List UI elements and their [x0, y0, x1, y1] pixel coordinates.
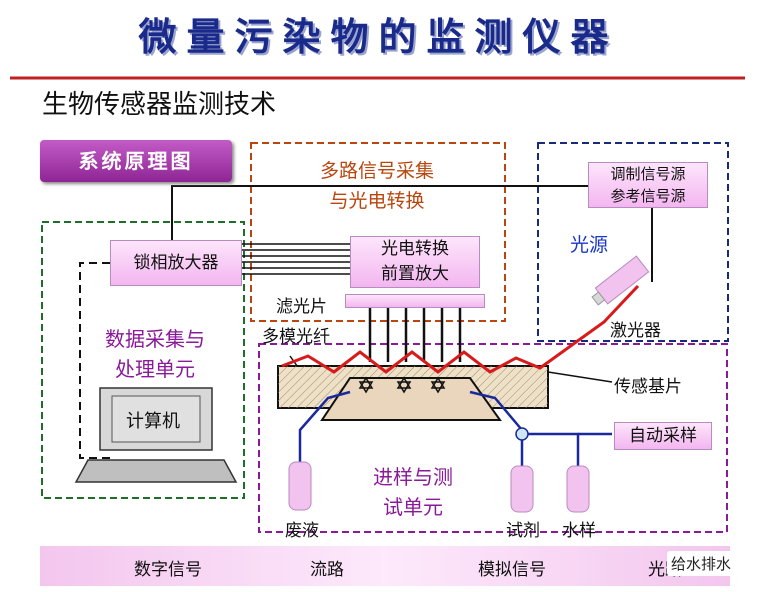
laser-body: [591, 255, 650, 306]
reagent-label: 试剂: [506, 521, 540, 541]
frame-data-processing: [41, 221, 245, 499]
group-data-processing-label: 数据采集与 处理单元: [105, 327, 205, 381]
frame-sampling-unit: [258, 343, 728, 533]
fiber-bundle: [368, 306, 462, 362]
filter-plate: [345, 294, 485, 308]
frame-light-source: [537, 142, 729, 342]
legend-digital-label: 数字信号: [134, 560, 202, 580]
water-sample-label: 水样: [562, 521, 596, 541]
fiber-label: 多模光纤: [262, 327, 330, 347]
mixing-valve: [515, 427, 529, 441]
group-signal-acquisition-label: 多路信号采集 与光电转换: [319, 160, 434, 212]
flow-cell: [320, 377, 502, 421]
wire-digital: [79, 262, 110, 459]
group-sampling-unit-label: 进样与测 试单元: [373, 465, 453, 519]
page-title: 微量污染物的监测仪器: [138, 14, 619, 59]
legend-bar: [40, 546, 730, 586]
page-subtitle: 生物传感器监测技术: [42, 90, 277, 120]
watermark: 给水排水: [666, 551, 735, 576]
photoelectric-box: 光电转换 前置放大: [350, 236, 480, 288]
wire-bundle: [240, 243, 350, 275]
waste-label: 废液: [285, 521, 319, 541]
flow-lines: [298, 390, 612, 466]
modulation-source-box: 调制信号源 参考信号源: [588, 162, 708, 208]
group-light-source-label: 光源: [570, 234, 609, 256]
wire-reference: [171, 185, 588, 240]
light-path: [281, 284, 640, 374]
lockin-amplifier-box: 锁相放大器: [110, 240, 242, 286]
substrate-leader: [547, 371, 613, 383]
computer-label: 计算机: [126, 411, 180, 432]
sensor-substrate-label: 传感基片: [614, 377, 682, 397]
legend-analog-label: 模拟信号: [478, 560, 546, 580]
laser-label: 激光器: [610, 321, 661, 341]
sensing-spots: [358, 376, 446, 394]
legend-flow-label: 流路: [310, 560, 344, 580]
section-badge: 系统原理图: [40, 140, 232, 182]
bottles: [288, 461, 590, 513]
computer-drawing: [74, 387, 238, 483]
auto-sampling-box: 自动采样: [614, 422, 712, 450]
frame-signal-acquisition: [250, 142, 506, 322]
filter-label: 滤光片: [276, 297, 327, 317]
